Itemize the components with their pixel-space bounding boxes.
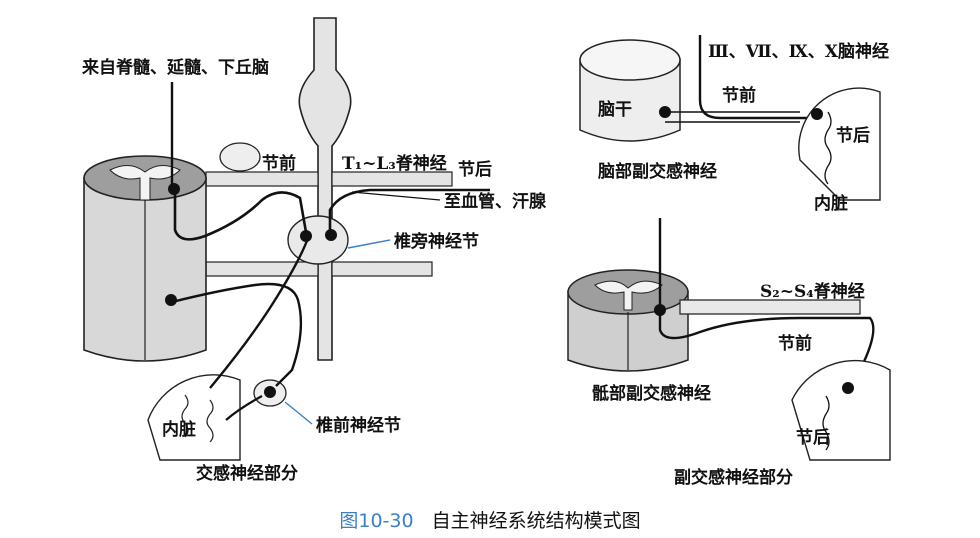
neuron-body xyxy=(300,230,312,242)
neuron-body xyxy=(168,183,180,195)
sympathetic-panel-title: 交感神经部分 xyxy=(196,464,298,484)
pointer-prevertebral xyxy=(284,401,313,425)
neuron-body xyxy=(842,382,854,394)
spinal-nerve-branch xyxy=(205,171,319,187)
gray-matter xyxy=(109,165,181,201)
viscera-label: 内脏 xyxy=(162,420,196,440)
neuron-body xyxy=(325,229,337,241)
pointer-paravertebral xyxy=(347,239,391,249)
sacral-postganglionic-label: 节后 xyxy=(796,428,830,448)
preganglionic-label: 节前 xyxy=(262,154,296,174)
sacral-viscera-organ xyxy=(791,359,891,461)
sympathetic-trunk xyxy=(298,17,352,361)
figure-number: 图10-30 xyxy=(339,510,414,532)
target-label: 至血管、汗腺 xyxy=(444,192,546,212)
cranial-preganglionic-label: 节前 xyxy=(722,86,756,106)
dorsal-root-ganglion xyxy=(219,142,261,172)
cranial-subtitle: 脑部副交感神经 xyxy=(598,162,717,182)
prevertebral-label: 椎前神经节 xyxy=(316,416,401,436)
preganglionic-fiber-sacral xyxy=(658,218,875,387)
caption-text: 自主神经系统结构模式图 xyxy=(431,510,641,532)
sacral-parasympathetic-panel xyxy=(567,218,891,461)
spinal-nerve-label: T₁~L₃脊神经 xyxy=(342,154,447,174)
neuron-body xyxy=(264,386,276,398)
cranial-nerves-label: Ⅲ、Ⅶ、Ⅸ、Ⅹ脑神经 xyxy=(708,42,889,62)
sacral-preganglionic-label: 节前 xyxy=(778,334,812,354)
figure-caption: 图10-30 自主神经系统结构模式图 xyxy=(0,506,980,533)
paravertebral-label: 椎旁神经节 xyxy=(394,232,479,252)
cranial-parasympathetic-panel xyxy=(579,35,881,201)
postganglionic-fiber xyxy=(328,188,490,232)
sacral-spinal-nerve-label: S₂~S₄脊神经 xyxy=(760,282,865,302)
parasympathetic-panel-title: 副交感神经部分 xyxy=(674,468,793,488)
sympathetic-panel xyxy=(83,17,490,461)
viscera-organ xyxy=(147,374,241,461)
neuron-body xyxy=(654,304,666,316)
brainstem-cylinder xyxy=(579,59,681,142)
lower-branch-right xyxy=(331,261,433,277)
sacral-subtitle: 骶部副交感神经 xyxy=(592,384,711,404)
brainstem-label: 脑干 xyxy=(598,100,632,120)
fiber-to-viscera xyxy=(209,237,310,389)
neuron-body xyxy=(811,108,823,120)
cranial-postganglionic-label: 节后 xyxy=(836,126,870,146)
postganglionic-label: 节后 xyxy=(458,160,492,180)
neuron-body xyxy=(659,106,671,118)
sacral-spinal-nerve xyxy=(679,299,861,315)
origin-label: 来自脊髓、延髓、下丘脑 xyxy=(82,58,269,78)
cranial-nerve-bundle xyxy=(665,111,800,123)
lower-branch xyxy=(205,261,319,277)
neuron-body xyxy=(165,294,177,306)
preganglionic-fiber-cranial xyxy=(698,35,808,120)
cranial-viscera-label: 内脏 xyxy=(814,194,848,214)
spinal-nerve-branch-right xyxy=(331,171,453,187)
preganglionic-fiber xyxy=(173,190,308,241)
paravertebral-ganglion xyxy=(287,215,349,265)
